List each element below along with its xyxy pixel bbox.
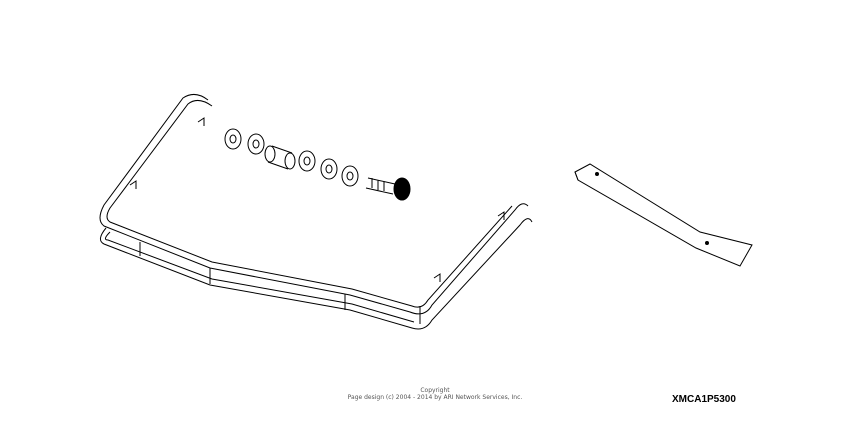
mounting-bracket	[574, 163, 753, 267]
part-number: XMCA1P5300	[672, 394, 736, 405]
copyright-line-1: Copyright	[420, 387, 450, 394]
copyright-notice: Copyright Page design (c) 2004 - 2014 by…	[320, 387, 550, 401]
washers	[224, 128, 359, 187]
copyright-line-2: Page design (c) 2004 - 2014 by ARI Netwo…	[347, 394, 523, 401]
spacer	[264, 145, 296, 170]
bumper-frame	[99, 94, 533, 330]
bolt	[365, 177, 411, 201]
